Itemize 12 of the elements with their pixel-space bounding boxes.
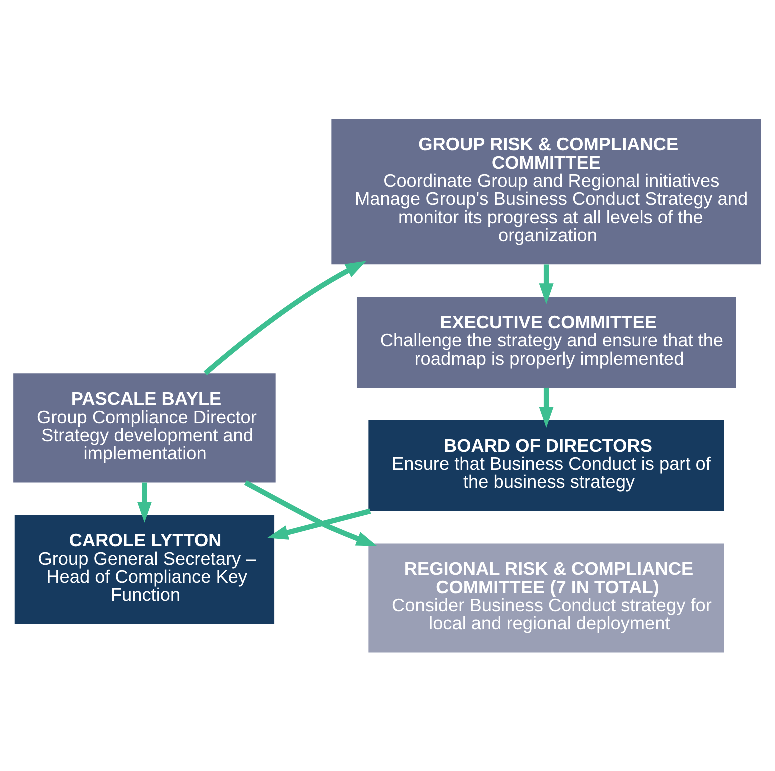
arrow xyxy=(244,480,378,546)
arrow xyxy=(137,482,152,522)
arrow xyxy=(204,260,367,376)
node-box: PASCALE BAYLE Group Compliance Director Strategy development and implementation xyxy=(14,373,276,482)
arrow xyxy=(539,264,554,304)
node-box: REGIONAL RISK & COMPLIANCE COMMITTEE (7 IN TOTAL) Consider Business Conduct strategy for local and regional deployment xyxy=(368,543,724,652)
node-box: BOARD OF DIRECTORS Ensure that Business Conduct is part of the business strategy xyxy=(368,420,724,511)
arrow xyxy=(267,508,372,540)
node-box: EXECUTIVE COMMITTEE Challenge the strategy and ensure that the roadmap is properly implemented xyxy=(357,296,736,388)
node-box: GROUP RISK & COMPLIANCE COMMITTEE Coordinate Group and Regional initiatives Manage Group's Business Conduct Strategy and monitor its progress at all levels of the organization xyxy=(332,118,762,264)
arrow xyxy=(539,387,554,428)
node-box: CAROLE LYTTON Group General Secretary – Head of Compliance Key Function xyxy=(14,514,275,624)
